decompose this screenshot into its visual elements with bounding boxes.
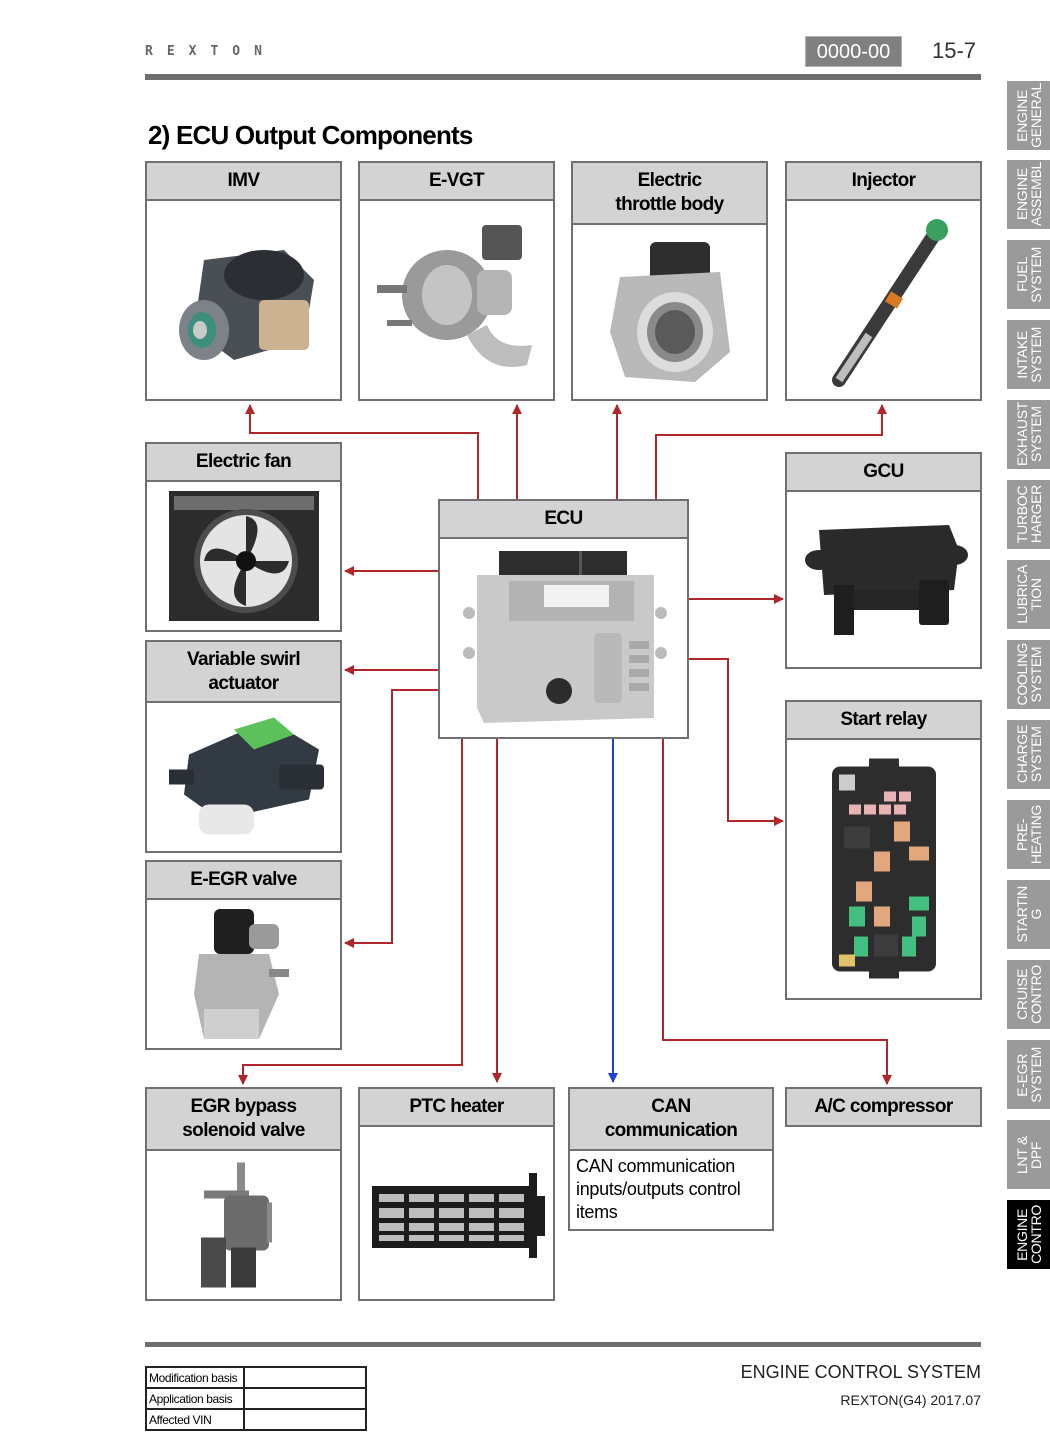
imv-valve-image <box>147 201 340 399</box>
chapter-tab[interactable]: CHARGE SYSTEM <box>1007 720 1050 789</box>
ecu-hub: ECU <box>438 499 689 739</box>
can-description: CAN communication inputs/outputs control… <box>576 1156 741 1222</box>
component-ptc-heater: PTC heater <box>358 1087 555 1301</box>
electric-fan-image <box>147 482 340 630</box>
chapter-tab[interactable]: ENGINE GENERAL <box>1007 81 1050 150</box>
revision-table: Modification basis Application basis Aff… <box>145 1366 367 1431</box>
egr-valve-image <box>147 900 340 1048</box>
chapter-tab[interactable]: INTAKE SYSTEM <box>1007 320 1050 389</box>
chapter-tab[interactable]: COOLING SYSTEM <box>1007 640 1050 709</box>
table-row: Application basis <box>145 1387 367 1410</box>
component-title: CAN communication <box>570 1089 772 1151</box>
ptc-heater-image <box>360 1127 553 1299</box>
component-title: Start relay <box>787 702 980 740</box>
table-row: Modification basis <box>145 1366 367 1389</box>
throttle-body-image <box>573 225 766 399</box>
table-row: Affected VIN <box>145 1408 367 1431</box>
component-egr-bypass-solenoid-valve: EGR bypass solenoid valve <box>145 1087 342 1301</box>
connector-ecu-ac <box>662 739 892 1085</box>
component-gcu: GCU <box>785 452 982 669</box>
turbocharger-image <box>360 201 553 399</box>
chapter-tab[interactable]: PRE- HEATING <box>1007 800 1050 869</box>
connector-ecu-egrbypass <box>238 739 463 1085</box>
component-title: Variable swirl actuator <box>147 642 340 703</box>
component-ac-compressor: A/C compressor <box>785 1087 982 1127</box>
page-number: 15-7 <box>932 38 977 63</box>
component-title: Injector <box>787 163 980 201</box>
solenoid-valve-image <box>147 1151 340 1299</box>
component-can-communication: CAN communication CAN communication inpu… <box>568 1087 774 1231</box>
component-title: A/C compressor <box>787 1089 980 1125</box>
component-imv: IMV <box>145 161 342 401</box>
component-title: E-EGR valve <box>147 862 340 900</box>
row-label: Affected VIN <box>145 1408 245 1431</box>
component-variable-swirl-actuator: Variable swirl actuator <box>145 640 342 853</box>
row-value <box>243 1387 367 1410</box>
gcu-module-image <box>787 492 980 667</box>
component-title: ECU <box>440 501 687 539</box>
component-electric-throttle-body: Electric throttle body <box>571 161 768 401</box>
component-evgt: E-VGT <box>358 161 555 401</box>
component-title: PTC heater <box>360 1089 553 1127</box>
connector-ecu-egr <box>344 689 439 948</box>
component-e-egr-valve: E-EGR valve <box>145 860 342 1050</box>
chapter-tab[interactable]: ENGINE ASSEMBL <box>1007 160 1050 229</box>
connector-ecu-imv <box>245 404 479 500</box>
row-value <box>243 1366 367 1389</box>
chapter-tab[interactable]: ENGINE CONTRO <box>1007 1200 1050 1269</box>
component-electric-fan: Electric fan <box>145 442 342 632</box>
brand-logo: REXTON <box>145 44 276 59</box>
fuse-relay-box-image <box>787 740 980 998</box>
chapter-tab[interactable]: LNT & DPF <box>1007 1120 1050 1189</box>
component-title: Electric throttle body <box>573 163 766 225</box>
footer-divider <box>145 1342 981 1347</box>
row-label: Application basis <box>145 1387 245 1410</box>
section-title: 2) ECU Output Components <box>148 120 473 150</box>
section-code-badge: 0000-00 <box>805 36 902 67</box>
component-injector: Injector <box>785 161 982 401</box>
chapter-tab[interactable]: E-EGR SYSTEM <box>1007 1040 1050 1109</box>
component-title: E-VGT <box>360 163 553 201</box>
component-start-relay: Start relay <box>785 700 982 1000</box>
system-name: ENGINE CONTROL SYSTEM <box>740 1362 981 1382</box>
header-divider <box>145 74 981 80</box>
component-title: EGR bypass solenoid valve <box>147 1089 340 1151</box>
injector-image <box>787 201 980 399</box>
component-title: Electric fan <box>147 444 340 482</box>
ecu-module-image <box>440 539 687 737</box>
chapter-tab[interactable]: FUEL SYSTEM <box>1007 240 1050 309</box>
chapter-tab[interactable]: STARTIN G <box>1007 880 1050 949</box>
chapter-tab[interactable]: TURBOC HARGER <box>1007 480 1050 549</box>
connector-ecu-injector <box>655 404 887 500</box>
row-label: Modification basis <box>145 1366 245 1389</box>
chapter-tab[interactable]: LUBRICA TION <box>1007 560 1050 629</box>
chapter-tab[interactable]: CRUISE CONTRO <box>1007 960 1050 1029</box>
row-value <box>243 1408 367 1431</box>
chapter-tab[interactable]: EXHAUST SYSTEM <box>1007 400 1050 469</box>
component-title: IMV <box>147 163 340 201</box>
component-title: GCU <box>787 454 980 492</box>
model-year: REXTON(G4) 2017.07 <box>840 1392 981 1408</box>
swirl-actuator-image <box>147 703 340 851</box>
connector-ecu-relay <box>688 658 784 826</box>
